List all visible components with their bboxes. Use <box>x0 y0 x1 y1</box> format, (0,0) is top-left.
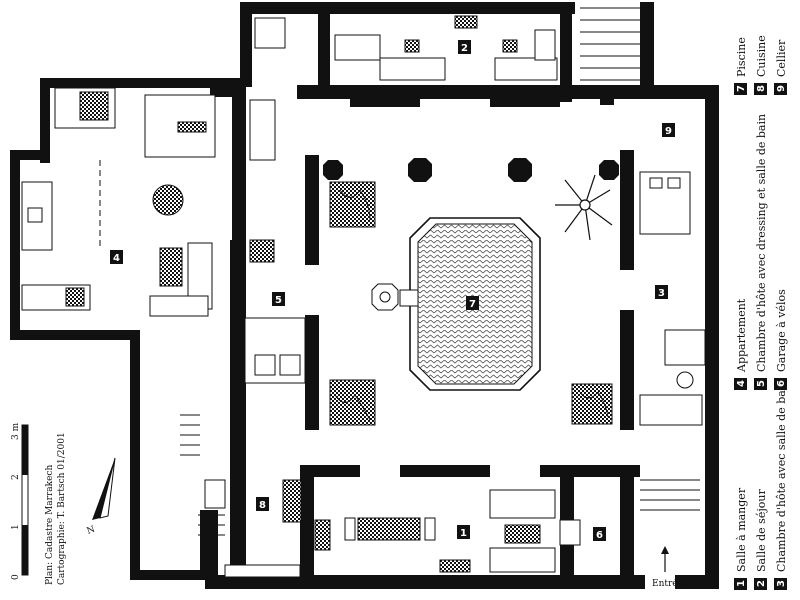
stairs <box>180 7 700 536</box>
columns <box>323 158 619 182</box>
legend: 1 Salle à manger 2 Salle de séjour 3 Chambre … <box>734 35 788 590</box>
legend-item-8: 8 Cuisine <box>754 35 768 95</box>
legend-number: 9 <box>776 85 787 92</box>
legend-badge <box>754 578 767 590</box>
legend-badge <box>774 378 787 390</box>
legend-item-7: 7 Piscine <box>734 37 748 95</box>
svg-text:8: 8 <box>259 500 266 511</box>
legend-number: 8 <box>756 85 767 92</box>
legend-item-6: 6 Garage à vélos <box>774 289 788 390</box>
palm-tree-icon <box>555 174 613 241</box>
legend-item-4: 4 Appartement <box>734 298 748 390</box>
svg-text:6: 6 <box>596 530 603 541</box>
legend-item-5: 5 Chambre d'hôte avec dressing et salle d… <box>754 114 768 390</box>
legend-badge <box>734 378 747 390</box>
dining-furniture <box>314 489 556 573</box>
svg-text:2: 2 <box>461 43 468 54</box>
svg-text:9: 9 <box>665 126 672 137</box>
legend-text: Salle de séjour <box>755 489 768 572</box>
room-badge-2: 2 <box>458 40 471 54</box>
entrance-arrow-icon <box>661 546 669 572</box>
legend-number: 7 <box>736 85 747 92</box>
pool <box>371 217 541 391</box>
room-badge-9: 9 <box>662 123 675 137</box>
north-arrow-icon: N <box>86 457 116 537</box>
scale-tick-2: 2 <box>11 474 21 480</box>
room-badge-4: 4 <box>110 250 123 264</box>
svg-text:4: 4 <box>113 253 120 264</box>
apartment-furniture <box>21 87 216 317</box>
svg-text:N: N <box>86 525 97 537</box>
legend-badge <box>754 83 767 95</box>
inner-walls <box>210 85 640 580</box>
svg-text:5: 5 <box>275 295 282 306</box>
legend-number: 4 <box>736 380 747 387</box>
room-badge-1: 1 <box>457 525 470 539</box>
legend-number: 1 <box>736 580 747 587</box>
living-room-furniture <box>334 15 558 81</box>
room-3-furniture <box>639 171 706 426</box>
legend-badge <box>754 378 767 390</box>
room-badge-3: 3 <box>655 285 668 299</box>
room-badge-6: 6 <box>593 527 606 541</box>
kitchen-furniture <box>204 479 302 578</box>
outer-walls <box>10 2 719 589</box>
legend-text: Cuisine <box>755 35 768 77</box>
legend-item-1: 1 Salle à manger <box>734 487 748 590</box>
legend-text: Garage à vélos <box>775 289 788 372</box>
legend-text: Cellier <box>775 39 788 77</box>
legend-text: Piscine <box>735 37 748 77</box>
scale-tick-0: 0 <box>11 574 21 580</box>
legend-number: 5 <box>756 380 767 387</box>
credits: Plan: Cadastre Marrakech Cartographie: T… <box>45 432 67 585</box>
svg-text:Cartographie: T. Bartsch 01/20: Cartographie: T. Bartsch 01/2001 <box>57 432 67 585</box>
garage-furniture <box>559 519 581 546</box>
room-badge-8: 8 <box>256 497 269 511</box>
legend-text: Chambre d'hôte avec salle de bain <box>775 380 788 572</box>
svg-text:7: 7 <box>469 299 476 310</box>
room-5-furniture <box>244 17 306 384</box>
scale-tick-1: 1 <box>11 524 21 530</box>
legend-item-9: 9 Cellier <box>774 39 788 95</box>
room-badge-7: 7 <box>466 296 479 310</box>
scale-bar: 0 1 2 3 m <box>11 422 29 580</box>
scale-tick-3: 3 m <box>11 422 21 440</box>
legend-text: Salle à manger <box>735 487 748 572</box>
legend-number: 3 <box>776 580 787 587</box>
legend-badge <box>774 578 787 590</box>
legend-number: 2 <box>756 580 767 587</box>
entrance-label: Entrée <box>652 578 683 589</box>
legend-text: Chambre d'hôte avec dressing et salle de… <box>755 114 768 372</box>
legend-item-3: 3 Chambre d'hôte avec salle de bain <box>774 380 788 590</box>
room-badge-5: 5 <box>272 292 285 306</box>
legend-item-2: 2 Salle de séjour <box>754 489 768 590</box>
legend-badge <box>774 83 787 95</box>
legend-number: 6 <box>776 380 787 387</box>
svg-text:3: 3 <box>658 288 665 299</box>
svg-text:Plan: Cadastre Marrakech: Plan: Cadastre Marrakech <box>45 465 55 585</box>
svg-text:1: 1 <box>460 528 467 539</box>
shrub-icon <box>334 189 609 421</box>
legend-badge <box>734 578 747 590</box>
legend-text: Appartement <box>735 298 748 373</box>
legend-badge <box>734 83 747 95</box>
